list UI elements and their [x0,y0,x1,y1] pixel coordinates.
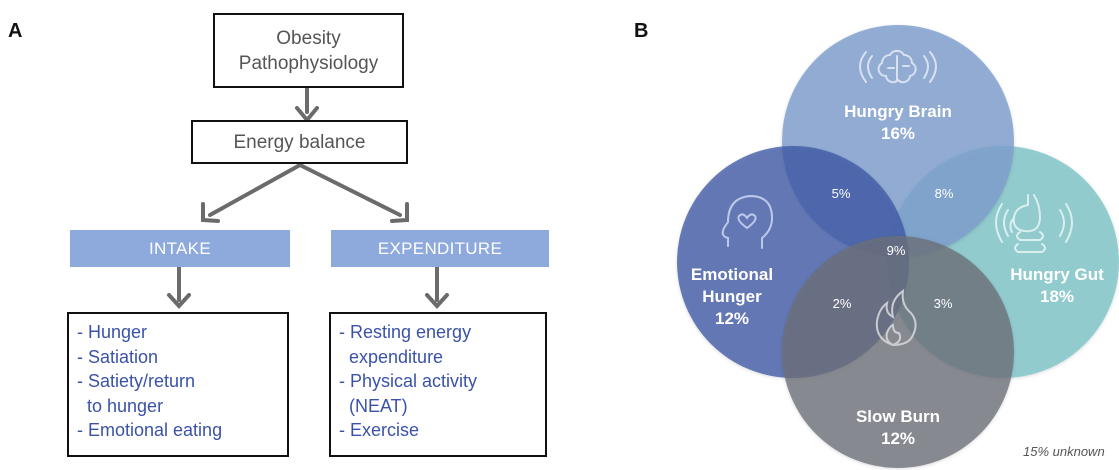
expenditure-item: - Exercise [339,420,420,440]
intake-item: - Hunger [77,322,148,342]
overlap-brain-emotional: 5% [831,186,851,201]
intake-item: to hunger [77,395,164,416]
flame-icon [875,288,917,347]
overlap-emotional-burn: 2% [832,296,852,311]
label-hungry-gut: Hungry Gut 18% [995,264,1119,308]
brain-icon [859,49,937,84]
overlap-brain-gut: 8% [934,186,954,201]
expenditure-category: EXPENDITURE [331,230,549,267]
obesity-pathophysiology-box: Obesity Pathophysiology [213,13,404,88]
energy-balance-label: Energy balance [233,131,366,153]
head-heart-icon [721,194,774,249]
expenditure-item: (NEAT) [339,395,408,416]
energy-balance-box: Energy balance [191,120,408,164]
stomach-icon [995,194,1073,253]
unknown-note: 15% unknown [1023,444,1105,459]
intake-list-box: - Hunger - Satiation - Satiety/return to… [67,312,289,457]
emotional-hunger-name-2: Hunger [702,287,762,306]
arrow-balance-to-expenditure [298,163,402,217]
arrow-balance-to-intake [208,163,302,217]
expenditure-item: - Resting energy [339,322,472,342]
hungry-brain-pct: 16% [880,124,916,143]
expenditure-list-box: - Resting energy expenditure - Physical … [329,312,547,457]
top-box-line-1: Obesity [276,27,341,49]
label-emotional-hunger: Emotional Hunger 12% [677,264,787,330]
top-box-line-2: Pathophysiology [238,52,379,74]
slow-burn-pct: 12% [880,429,916,448]
intake-item: - Satiety/return [77,371,196,391]
panel-a-letter: A [8,20,23,42]
overlap-center: 9% [886,243,906,258]
label-hungry-brain: Hungry Brain 16% [818,101,978,145]
intake-category: INTAKE [70,230,290,267]
expenditure-item: expenditure [339,346,444,367]
emotional-hunger-pct: 12% [714,309,750,328]
hungry-gut-pct: 18% [1039,287,1075,306]
intake-item: - Emotional eating [77,420,223,440]
hungry-brain-name: Hungry Brain [844,102,952,121]
label-slow-burn: Slow Burn 12% [828,406,968,450]
circle-slow-burn [782,236,1014,468]
emotional-hunger-name-1: Emotional [690,265,774,284]
expenditure-item: - Physical activity [339,371,478,391]
slow-burn-name: Slow Burn [855,407,941,426]
panel-b-letter: B [634,20,649,42]
overlap-gut-burn: 3% [933,296,953,311]
intake-item: - Satiation [77,346,159,367]
hungry-gut-name: Hungry Gut [1010,265,1104,284]
